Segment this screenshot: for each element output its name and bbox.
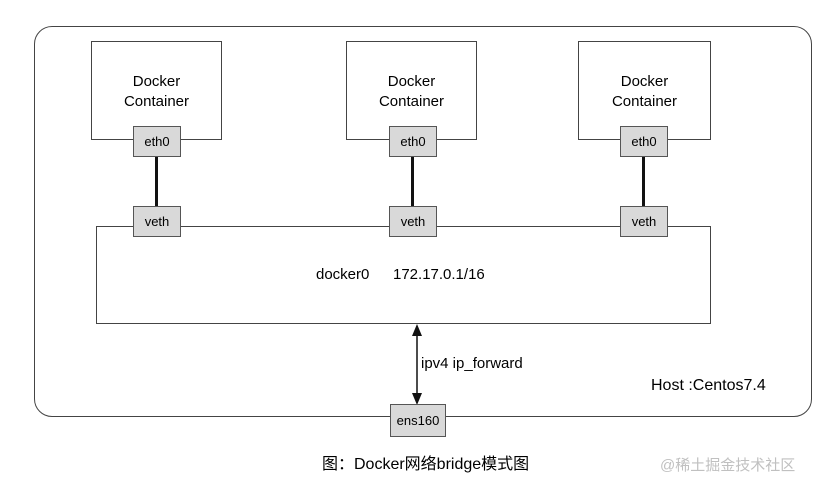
watermark: @稀土掘金技术社区 xyxy=(660,457,796,474)
container-2-label-line2: Container xyxy=(378,93,445,110)
container-2-label-line1: Docker xyxy=(387,73,436,90)
link-1 xyxy=(155,156,158,207)
docker-container-3: Docker Container xyxy=(578,41,711,140)
link-3 xyxy=(642,156,645,207)
docker0-bridge-box xyxy=(96,226,711,324)
veth-port-3: veth xyxy=(620,206,668,237)
link-2 xyxy=(411,156,414,207)
eth0-port-1: eth0 xyxy=(133,126,181,157)
ens160-port: ens160 xyxy=(390,404,446,437)
veth-port-1: veth xyxy=(133,206,181,237)
veth-port-2: veth xyxy=(389,206,437,237)
diagram-caption: 图：Docker网络bridge模式图 xyxy=(322,456,530,473)
container-1-label-line1: Docker xyxy=(132,73,181,90)
container-1-label-line2: Container xyxy=(123,93,190,110)
ip-forward-label: ipv4 ip_forward xyxy=(421,355,523,372)
docker-container-2: Docker Container xyxy=(346,41,477,140)
eth0-port-2: eth0 xyxy=(389,126,437,157)
bridge-name: docker0 xyxy=(316,266,370,283)
bridge-ip: 172.17.0.1/16 xyxy=(393,266,485,283)
container-3-label-line2: Container xyxy=(611,93,678,110)
eth0-port-3: eth0 xyxy=(620,126,668,157)
host-label: Host :Centos7.4 xyxy=(651,377,766,394)
container-3-label-line1: Docker xyxy=(620,73,669,90)
